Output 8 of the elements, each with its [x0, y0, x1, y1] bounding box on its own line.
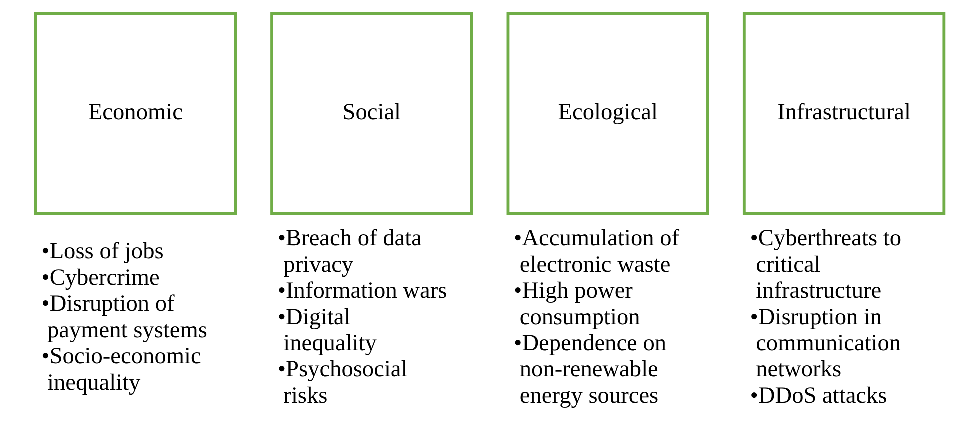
- node-box: Economic: [34, 12, 237, 216]
- node-box: Infrastructural: [742, 12, 946, 216]
- node-text: •Loss of jobs •Cybercrime •Disruption of payment systems •Socio-economic inequality: [41, 238, 207, 396]
- node-text: •Accumulation of electronic waste •High power consumption •Dependence on non-renewable energy sources: [514, 226, 680, 409]
- node-box: Social: [270, 12, 473, 216]
- node-text: •Breach of data privacy •Information wars •Digital inequality •Psychosocial risks: [277, 226, 447, 409]
- node-box: Ecological: [506, 12, 709, 216]
- node-text: •Cyberthreats to critical infrastructure •Disruption in communication networks •DDoS attacks: [750, 226, 902, 409]
